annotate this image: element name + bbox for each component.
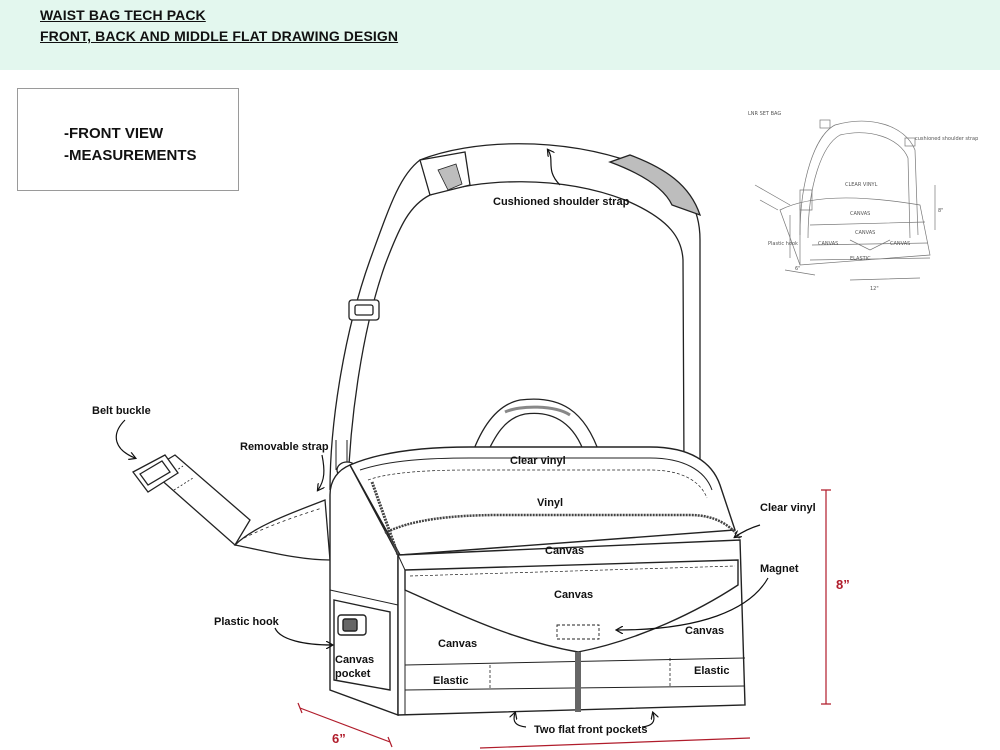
label-canvas-flap: Canvas xyxy=(554,589,593,601)
label-canvas-pocket-2: pocket xyxy=(335,668,371,680)
bag-body-drawing xyxy=(329,446,746,717)
label-elastic-left: Elastic xyxy=(433,675,468,687)
svg-text:CANVAS: CANVAS xyxy=(855,230,875,236)
dimension-depth: 6” xyxy=(332,731,346,746)
svg-text:CLEAR VINYL: CLEAR VINYL xyxy=(845,182,878,188)
label-vinyl: Vinyl xyxy=(537,497,563,509)
label-cushioned-shoulder-strap: Cushioned shoulder strap xyxy=(493,196,630,208)
page-subtitle: FRONT, BACK AND MIDDLE FLAT DRAWING DESI… xyxy=(40,28,399,44)
svg-text:cushioned shoulder strap: cushioned shoulder strap xyxy=(915,136,978,142)
svg-text:6": 6" xyxy=(795,266,800,272)
svg-text:8": 8" xyxy=(938,208,943,214)
svg-text:Plastic hook: Plastic hook xyxy=(768,241,798,247)
page-title: WAIST BAG TECH PACK xyxy=(40,7,206,23)
svg-text:CANVAS: CANVAS xyxy=(890,241,910,247)
dimension-height: 8” xyxy=(836,577,850,592)
concept-sketch: LNR SET BAG cushioned shoulder strap CLE… xyxy=(748,111,978,292)
view-info-box: -FRONT VIEW -MEASUREMENTS xyxy=(17,88,239,191)
belt-drawing xyxy=(132,454,331,561)
view-label-measurements: -MEASUREMENTS xyxy=(64,147,197,164)
svg-text:ELASTIC: ELASTIC xyxy=(850,256,871,262)
label-magnet: Magnet xyxy=(760,563,799,575)
label-canvas-pocket-1: Canvas xyxy=(335,654,374,666)
header-banner: WAIST BAG TECH PACK FRONT, BACK AND MIDD… xyxy=(0,0,1000,70)
label-clear-vinyl-side: Clear vinyl xyxy=(760,502,816,514)
svg-text:LNR SET BAG: LNR SET BAG xyxy=(748,111,781,117)
label-removable-strap: Removable strap xyxy=(240,441,329,453)
label-canvas-right: Canvas xyxy=(685,625,724,637)
svg-text:CANVAS: CANVAS xyxy=(818,241,838,247)
label-canvas-left: Canvas xyxy=(438,638,477,650)
svg-text:12": 12" xyxy=(870,286,879,292)
svg-text:CANVAS: CANVAS xyxy=(850,211,870,217)
label-canvas-upper: Canvas xyxy=(545,545,584,557)
dimension-lines xyxy=(297,489,831,749)
top-handle-drawing xyxy=(469,398,601,461)
leader-arrows xyxy=(115,150,769,728)
label-clear-vinyl-top: Clear vinyl xyxy=(510,455,566,467)
label-two-flat-front-pockets: Two flat front pockets xyxy=(534,724,647,736)
label-plastic-hook: Plastic hook xyxy=(214,616,280,628)
label-elastic-right: Elastic xyxy=(694,665,729,677)
view-label-front: -FRONT VIEW xyxy=(64,125,164,142)
label-belt-buckle: Belt buckle xyxy=(92,405,151,417)
